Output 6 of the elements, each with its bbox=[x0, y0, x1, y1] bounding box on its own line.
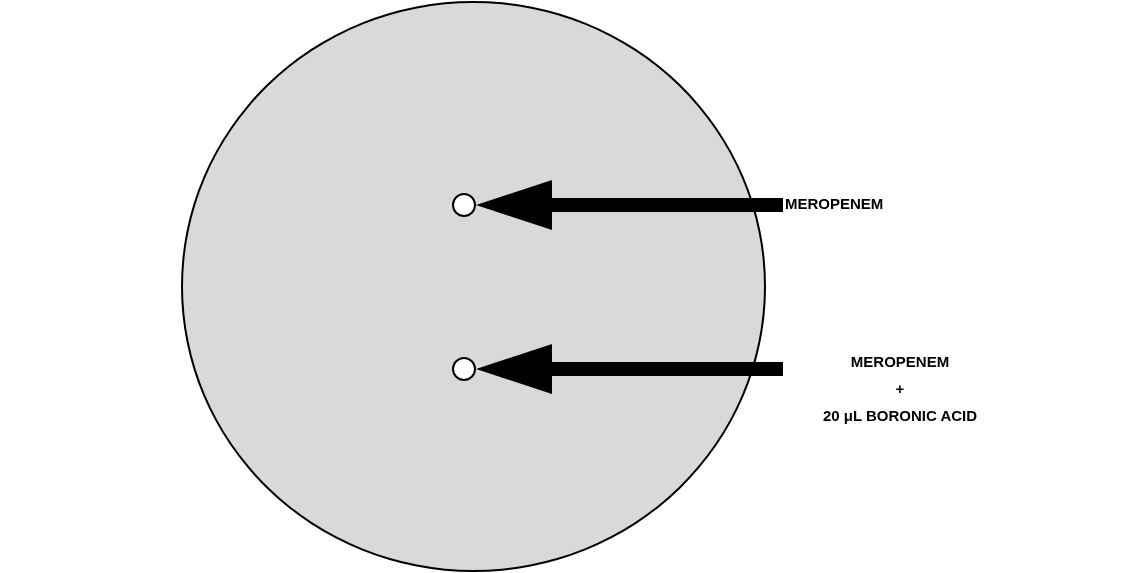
arrow bbox=[476, 180, 783, 230]
disc-label: MEROPENEM + 20 μL BORONIC ACID bbox=[785, 348, 1015, 429]
antibiotic-disc bbox=[452, 193, 476, 217]
disc-label: MEROPENEM bbox=[785, 190, 884, 217]
arrow bbox=[476, 344, 783, 394]
antibiotic-disc bbox=[452, 357, 476, 381]
